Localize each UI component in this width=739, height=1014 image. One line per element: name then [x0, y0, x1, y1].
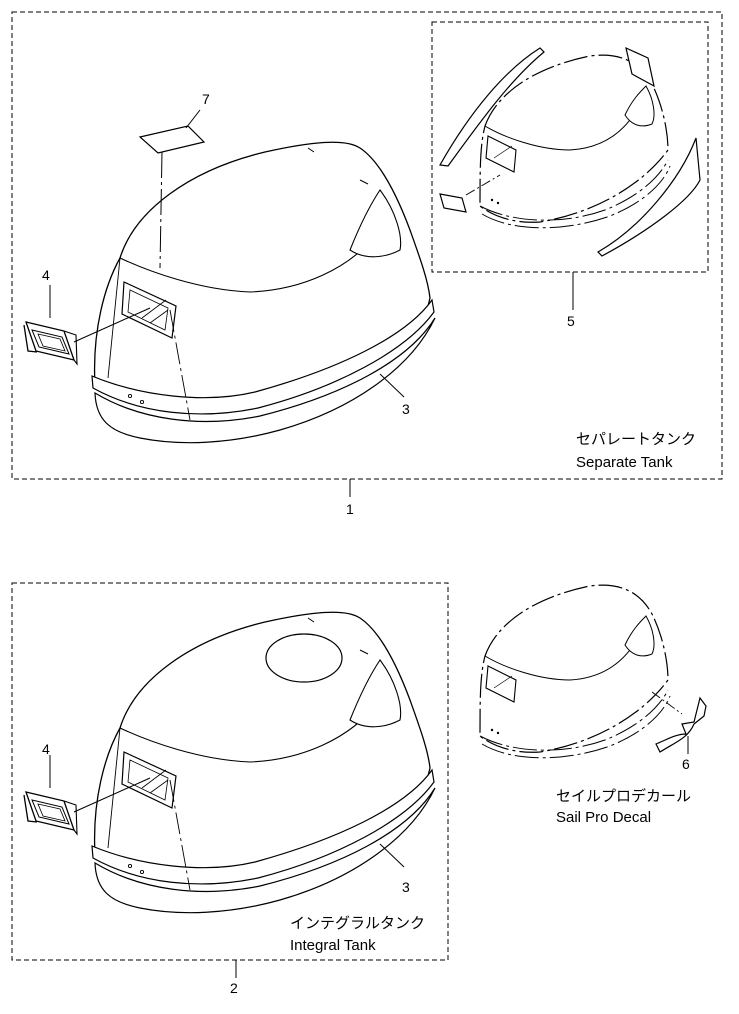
callout-4-upper: 4	[42, 267, 50, 283]
decal-part-7	[138, 125, 206, 154]
caption-integral-tank-en: Integral Tank	[290, 937, 376, 954]
sail-pro-decal-part-6	[655, 696, 707, 753]
caption-separate-tank-jp: セパレートタンク	[576, 431, 696, 448]
integral-tank-frame	[11, 582, 449, 961]
caption-sail-pro-jp: セイルプロデカール	[556, 787, 691, 805]
callout-3-upper: 3	[402, 401, 410, 417]
fuel-cap-opening	[265, 633, 343, 683]
callout-6: 6	[682, 756, 690, 772]
cowl-sail-pro-preview	[479, 584, 671, 759]
small-decal-front	[439, 193, 467, 213]
decal-set-frame	[431, 21, 709, 273]
cowl-integral-tank	[91, 611, 436, 914]
cowl-separate-tank	[91, 141, 436, 444]
callout-3-lower: 3	[402, 879, 410, 895]
leader-4-upper	[73, 307, 151, 343]
gasket-part-4-lower	[23, 791, 78, 835]
caption-sail-pro-en: Sail Pro Decal	[556, 809, 651, 826]
side-decal-left	[439, 47, 545, 167]
callout-1: 1	[346, 501, 354, 517]
callout-5: 5	[567, 313, 575, 329]
separate-tank-frame	[11, 11, 723, 480]
caption-integral-tank-jp: インテグラルタンク	[290, 915, 425, 932]
callout-2: 2	[230, 980, 238, 996]
side-decal-right	[597, 137, 701, 257]
callout-4-lower: 4	[42, 741, 50, 757]
top-decal-right	[625, 46, 655, 88]
gasket-part-4-upper	[23, 321, 78, 365]
callout-7: 7	[202, 91, 210, 107]
caption-separate-tank-en: Separate Tank	[576, 454, 673, 471]
